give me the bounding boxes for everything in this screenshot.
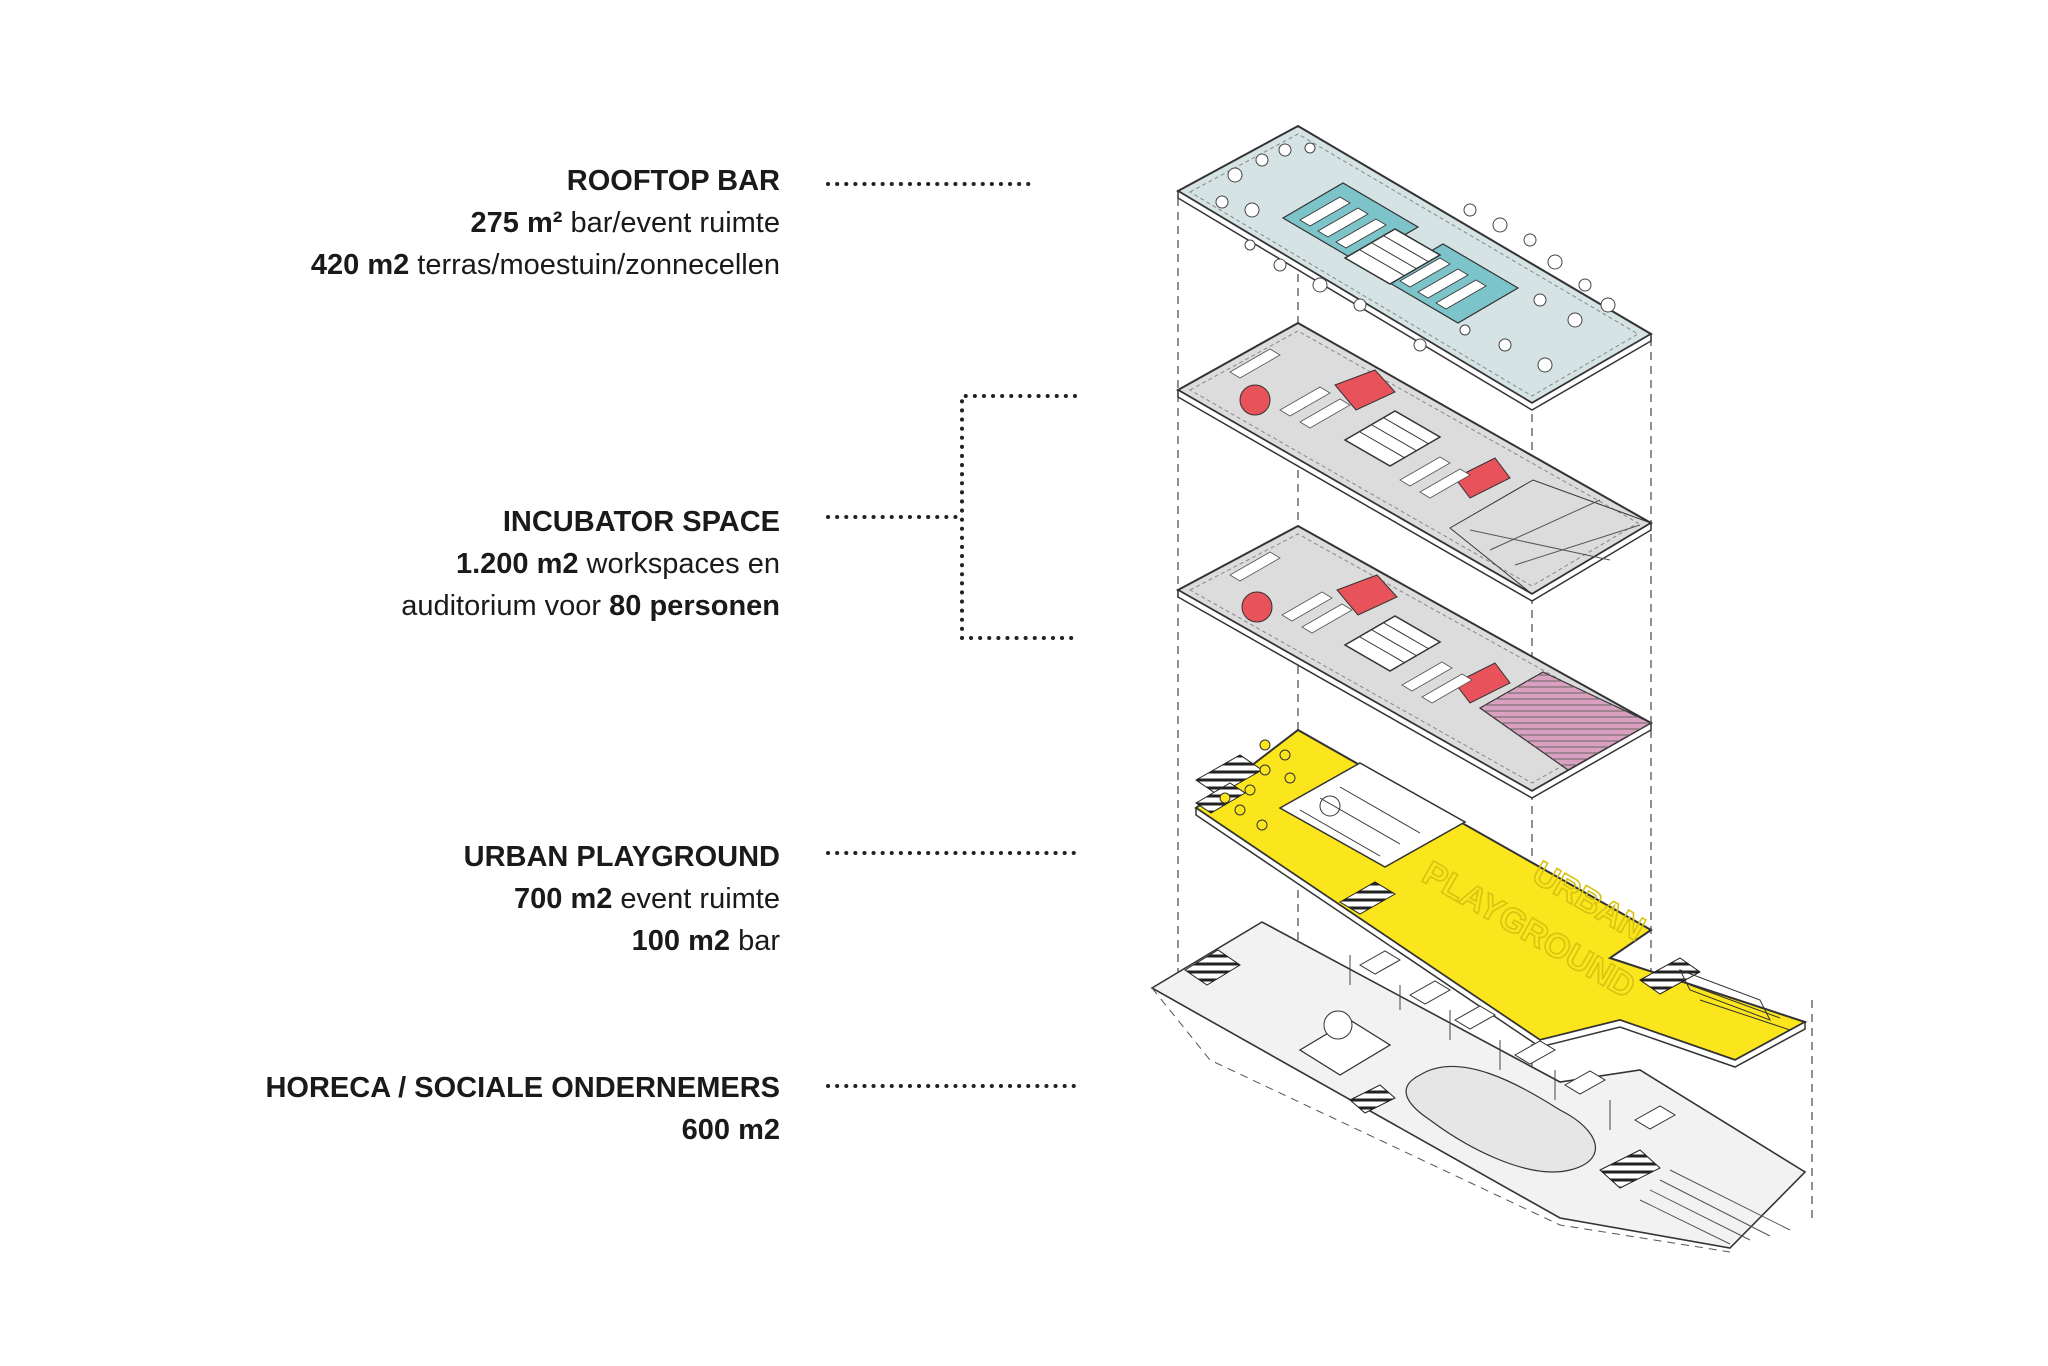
meeting-circle-red-lower [1241, 591, 1273, 623]
ground-stair-left [1184, 949, 1241, 986]
playground-stair-right [1639, 957, 1701, 995]
playground-line-2: 100 m2 bar [631, 925, 780, 957]
incubator-upper-floor-plan [1175, 321, 1653, 602]
playground-stair-mid [1339, 881, 1396, 915]
leader-lines [826, 182, 1077, 1088]
ground-stair-right [1599, 1149, 1661, 1189]
meeting-room-red-upper [1334, 369, 1396, 411]
label-rooftop-bar: ROOFTOP BAR 275 m² bar/event ruimte 420 … [311, 160, 780, 286]
incubator-lower-floor-plan [1175, 524, 1654, 799]
urban-playground-floor-plan: URBAN PLAYGROUND [1194, 728, 1808, 1068]
rooftop-floor-plan [1175, 124, 1653, 411]
office-room-red-right-lower [1454, 662, 1511, 704]
horeca-ground-floor-plan [1150, 921, 1807, 1253]
label-horeca: HORECA / SOCIALE ONDERNEMERS 600 m2 [265, 1067, 780, 1151]
playground-core [1278, 762, 1467, 868]
incubator-line-2: auditorium voor 80 personen [401, 590, 780, 622]
incubator-line-1: 1.200 m2 workspaces en [455, 548, 780, 580]
auditorium-seating [1480, 672, 1651, 770]
playground-line-1: 700 m2 event ruimte [514, 883, 780, 915]
office-core-upper [1343, 410, 1442, 467]
rooftop-line-2: 420 m2 terras/moestuin/zonnecellen [310, 249, 780, 281]
label-incubator-space: INCUBATOR SPACE 1.200 m2 workspaces en a… [401, 501, 780, 627]
leader-incubator-bracket [960, 394, 1077, 640]
horeca-line-1: 600 m2 [681, 1114, 780, 1146]
office-core-lower [1343, 615, 1442, 672]
incubator-title: INCUBATOR SPACE [502, 506, 780, 538]
ground-courtyard [1405, 1065, 1597, 1173]
meeting-circle-red-upper [1239, 384, 1271, 416]
rooftop-line-1: 275 m² bar/event ruimte [470, 207, 781, 239]
horeca-title: HORECA / SOCIALE ONDERNEMERS [265, 1072, 780, 1104]
rooftop-title: ROOFTOP BAR [566, 165, 780, 197]
auditorium-frame-upper [1449, 479, 1653, 595]
rooftop-core [1343, 228, 1442, 285]
label-urban-playground: URBAN PLAYGROUND 700 m2 event ruimte 100… [464, 836, 780, 962]
ground-stair-lower [1349, 1084, 1396, 1114]
playground-title: URBAN PLAYGROUND [463, 841, 780, 873]
meeting-room-red-lower [1336, 574, 1398, 616]
office-room-red-right-upper [1454, 457, 1511, 499]
